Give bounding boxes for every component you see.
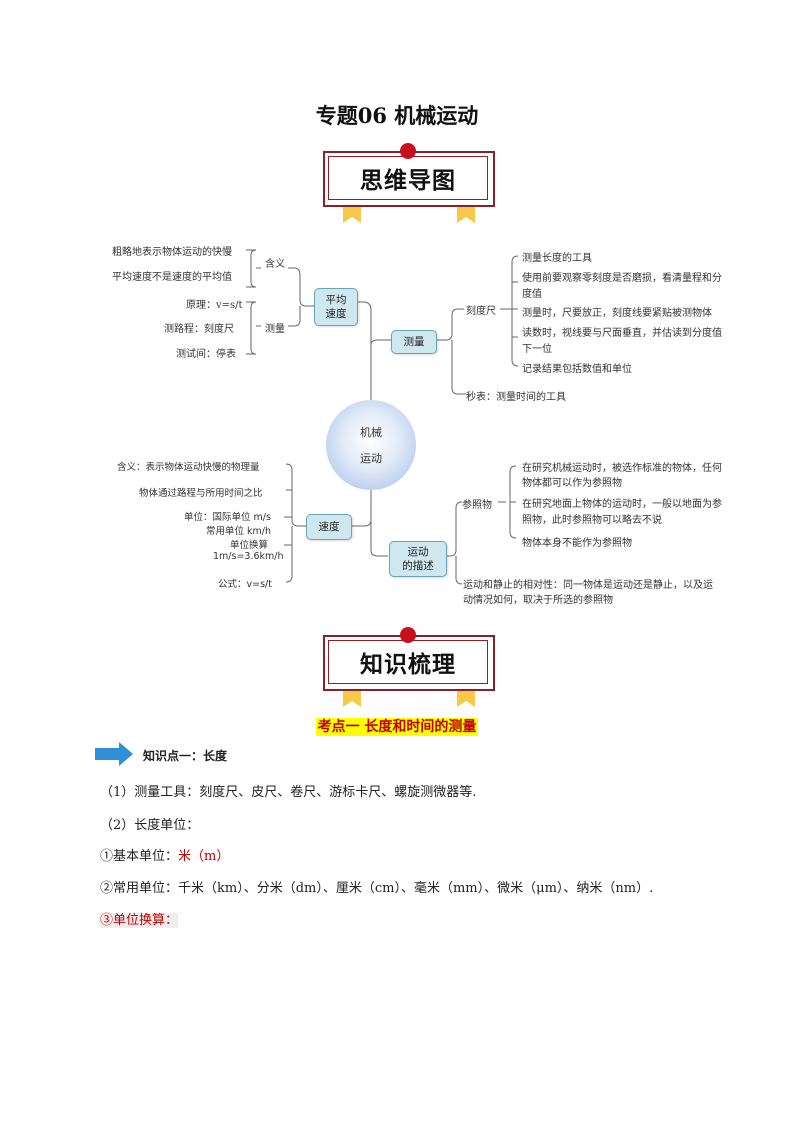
banner-title: 思维导图 bbox=[328, 156, 488, 200]
mindmap-center: 机械 运动 bbox=[326, 400, 416, 490]
mindmap-text: 测量长度的工具 bbox=[522, 253, 592, 264]
mindmap-text: 平均速度不是速度的平均值 bbox=[112, 272, 232, 283]
mindmap-text: 动情况如何，取决于所选的参照物 bbox=[463, 595, 613, 606]
node-speed: 速度 bbox=[306, 514, 352, 540]
node-label: 速度 bbox=[325, 308, 347, 320]
mindmap-text: 测试间：停表 bbox=[176, 349, 236, 360]
mindmap-text: 1m/s=3.6km/h bbox=[213, 551, 284, 562]
mindmap-text: 在研究地面上物体的运动时，一般以地面为参 bbox=[522, 499, 722, 510]
mindmap-text: 读数时，视线要与尺面垂直，并估读到分度值 bbox=[522, 328, 722, 339]
mindmap-text: 物体通过路程与所用时间之比 bbox=[139, 488, 263, 499]
section-banner-knowledge: 知识梳理 bbox=[323, 627, 495, 707]
node-label: 运动 bbox=[407, 546, 429, 558]
mindmap-text: 粗略地表示物体运动的快慢 bbox=[112, 247, 232, 258]
mindmap-text: 公式：v=s/t bbox=[218, 579, 272, 590]
mindmap-label: 刻度尺 bbox=[466, 306, 496, 317]
ribbon-icon bbox=[343, 207, 361, 223]
mindmap-text: 含义：表示物体运动快慢的物理量 bbox=[117, 462, 260, 473]
mindmap-text: 度值 bbox=[522, 289, 542, 300]
body-line: （1）测量工具：刻度尺、皮尺、卷尺、游标卡尺、螺旋测微器等. bbox=[100, 785, 477, 800]
unit-conversion-label: ③单位换算： bbox=[100, 913, 179, 928]
section-banner-mindmap: 思维导图 bbox=[323, 143, 495, 223]
page-title: 专题06 机械运动 bbox=[315, 103, 479, 128]
center-label: 机械 bbox=[360, 426, 382, 439]
red-dot-icon bbox=[400, 627, 416, 643]
kaodian-title: 考点一 长度和时间的测量 bbox=[315, 718, 479, 736]
body-line: ②常用单位：千米（km）、分米（dm）、厘米（cm）、毫米（mm）、微米（μm）… bbox=[100, 881, 654, 896]
base-unit-label: ①基本单位： bbox=[100, 849, 179, 864]
mindmap-text: 秒表：测量时间的工具 bbox=[466, 392, 566, 403]
red-dot-icon bbox=[400, 143, 416, 159]
base-unit-value: 米（m） bbox=[178, 849, 230, 864]
ribbon-icon bbox=[457, 207, 475, 223]
mindmap-text: 照物，此时参照物可以略去不说 bbox=[522, 515, 662, 526]
node-label: 平均 bbox=[325, 294, 347, 306]
arrow-right-icon bbox=[95, 742, 133, 766]
mindmap-text: 物体本身不能作为参照物 bbox=[522, 538, 632, 549]
mindmap-text: 单位换算 bbox=[230, 540, 269, 551]
kaodian-heading: 考点一 长度和时间的测量 bbox=[0, 716, 794, 736]
mindmap-text: 使用前要观察零刻度是否磨损，看清量程和分 bbox=[522, 273, 722, 284]
mindmap-text: 运动和静止的相对性：同一物体是运动还是静止，以及运 bbox=[463, 580, 713, 591]
ribbon-icon bbox=[457, 691, 475, 707]
knowledge-point-title: 知识点一：长度 bbox=[143, 749, 228, 763]
mindmap-text: 在研究机械运动时，被选作标准的物体，任何 bbox=[522, 463, 722, 474]
body-line: ①基本单位：米（m） bbox=[100, 845, 229, 864]
center-label: 运动 bbox=[360, 452, 382, 465]
banner-title: 知识梳理 bbox=[328, 640, 488, 684]
mindmap-text: 常用单位 km/h bbox=[206, 526, 271, 537]
mindmap-text: 测路程：刻度尺 bbox=[164, 324, 234, 335]
mindmap-label: 测量 bbox=[265, 324, 285, 335]
ribbon-icon bbox=[343, 691, 361, 707]
mindmap-label: 含义 bbox=[265, 259, 285, 270]
mindmap-text: 下一位 bbox=[522, 344, 552, 355]
mindmap-text: 物体都可以作为参照物 bbox=[522, 478, 622, 489]
body-line: ③单位换算： bbox=[100, 909, 179, 928]
mindmap-connectors bbox=[246, 249, 519, 585]
mindmap-text: 原理：v=s/t bbox=[186, 300, 243, 311]
node-measure: 测量 bbox=[391, 330, 437, 354]
node-label: 的描述 bbox=[402, 560, 434, 572]
mindmap-text: 测量时，尺要放正，刻度线要紧贴被测物体 bbox=[522, 308, 712, 319]
node-avg-speed: 平均速度 bbox=[314, 288, 358, 326]
mindmap-label: 参照物 bbox=[462, 500, 492, 511]
body-line: （2）长度单位： bbox=[100, 818, 200, 833]
mindmap-text: 单位：国际单位 m/s bbox=[184, 512, 271, 523]
node-motion-desc: 运动的描述 bbox=[389, 541, 447, 577]
mindmap-text: 记录结果包括数值和单位 bbox=[522, 364, 632, 375]
